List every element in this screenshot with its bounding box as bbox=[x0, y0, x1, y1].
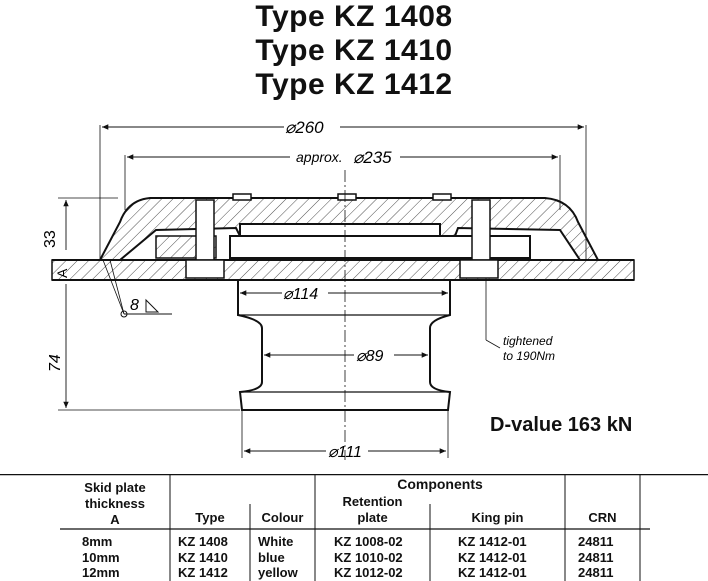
dim-33: 33 bbox=[42, 230, 59, 248]
torque-label: to 190Nm bbox=[503, 349, 555, 363]
dim-a: A bbox=[54, 268, 70, 278]
row-3-colour: yellow bbox=[258, 565, 298, 580]
header-kingpin: King pin bbox=[471, 510, 524, 525]
row-1-colour: White bbox=[258, 534, 294, 549]
title-line-3: Type KZ 1412 bbox=[255, 68, 453, 101]
row-1-type: KZ 1408 bbox=[178, 534, 228, 549]
skid-plate bbox=[51, 259, 635, 281]
dim-89: ⌀89 bbox=[356, 348, 384, 365]
row-3-retention: KZ 1012-02 bbox=[334, 565, 403, 580]
dim-235: ⌀235 bbox=[353, 148, 392, 167]
king-pin bbox=[237, 279, 452, 411]
header-components: Components bbox=[397, 476, 483, 492]
row-3-kingpin: KZ 1412-01 bbox=[458, 565, 527, 580]
row-3-thickness: 12mm bbox=[82, 565, 120, 580]
row-2-colour: blue bbox=[258, 550, 285, 565]
row-1-crn: 24811 bbox=[578, 534, 614, 549]
row-2-crn: 24811 bbox=[578, 550, 614, 565]
row-1-thickness: 8mm bbox=[82, 534, 113, 549]
dim-260: ⌀260 bbox=[285, 118, 324, 137]
row-2-retention: KZ 1010-02 bbox=[334, 550, 403, 565]
weld-size: 8 bbox=[130, 297, 139, 314]
table-grid bbox=[0, 474, 708, 581]
header-type: Type bbox=[195, 510, 225, 525]
dim-111: ⌀111 bbox=[328, 444, 362, 461]
header-retention: Retention plate bbox=[342, 494, 403, 525]
header-colour: Colour bbox=[261, 510, 304, 525]
tightened-label: tightened bbox=[503, 334, 553, 348]
row-2-kingpin: KZ 1412-01 bbox=[458, 550, 527, 565]
row-2-thickness: 10mm bbox=[82, 550, 120, 565]
row-3-type: KZ 1412 bbox=[178, 565, 228, 580]
row-1-retention: KZ 1008-02 bbox=[334, 534, 403, 549]
d-value: D-value 163 kN bbox=[490, 414, 633, 436]
dim-approx-label: approx. bbox=[296, 149, 343, 165]
header-crn: CRN bbox=[588, 510, 617, 525]
technical-drawing: ⌀260 approx. ⌀235 ⌀114 ⌀89 ⌀111 33 A 74 … bbox=[42, 118, 635, 461]
header-skid: Skid plate thickness A bbox=[84, 480, 146, 527]
title-block: Type KZ 1408 Type KZ 1410 Type KZ 1412 bbox=[0, 0, 708, 102]
title-line-1: Type KZ 1408 bbox=[255, 0, 453, 33]
row-3-crn: 24811 bbox=[578, 565, 614, 580]
dim-74: 74 bbox=[47, 354, 64, 372]
row-2-type: KZ 1410 bbox=[178, 550, 228, 565]
row-1-kingpin: KZ 1412-01 bbox=[458, 534, 527, 549]
dim-114: ⌀114 bbox=[283, 286, 318, 303]
title-line-2: Type KZ 1410 bbox=[255, 34, 453, 67]
